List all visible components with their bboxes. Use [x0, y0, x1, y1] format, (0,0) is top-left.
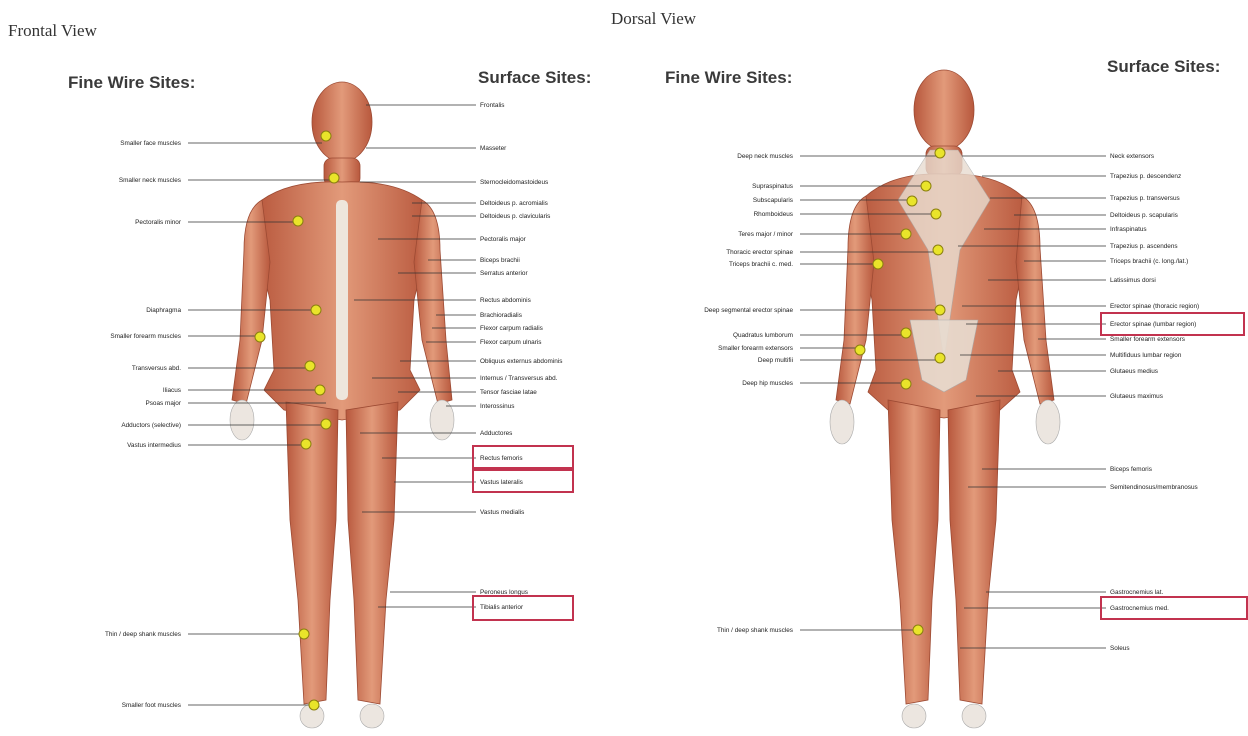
marker — [873, 259, 883, 269]
marker — [255, 332, 265, 342]
highlight-gastrocnemius-med — [1101, 597, 1247, 619]
marker — [321, 419, 331, 429]
marker — [301, 439, 311, 449]
marker — [901, 229, 911, 239]
marker — [935, 148, 945, 158]
marker — [305, 361, 315, 371]
marker — [931, 209, 941, 219]
highlight-rectus-femoris — [473, 446, 573, 468]
marker — [935, 305, 945, 315]
marker — [855, 345, 865, 355]
marker — [935, 353, 945, 363]
marker — [321, 131, 331, 141]
marker — [311, 305, 321, 315]
highlight-erector-spinae-lumbar — [1101, 313, 1244, 335]
marker — [293, 216, 303, 226]
marker — [315, 385, 325, 395]
marker — [921, 181, 931, 191]
marker — [907, 196, 917, 206]
marker — [913, 625, 923, 635]
marker — [309, 700, 319, 710]
highlight-tibialis-anterior — [473, 596, 573, 620]
marker — [901, 379, 911, 389]
highlight-vastus-lateralis — [473, 470, 573, 492]
marker — [901, 328, 911, 338]
marker — [933, 245, 943, 255]
marker — [329, 173, 339, 183]
marker — [299, 629, 309, 639]
